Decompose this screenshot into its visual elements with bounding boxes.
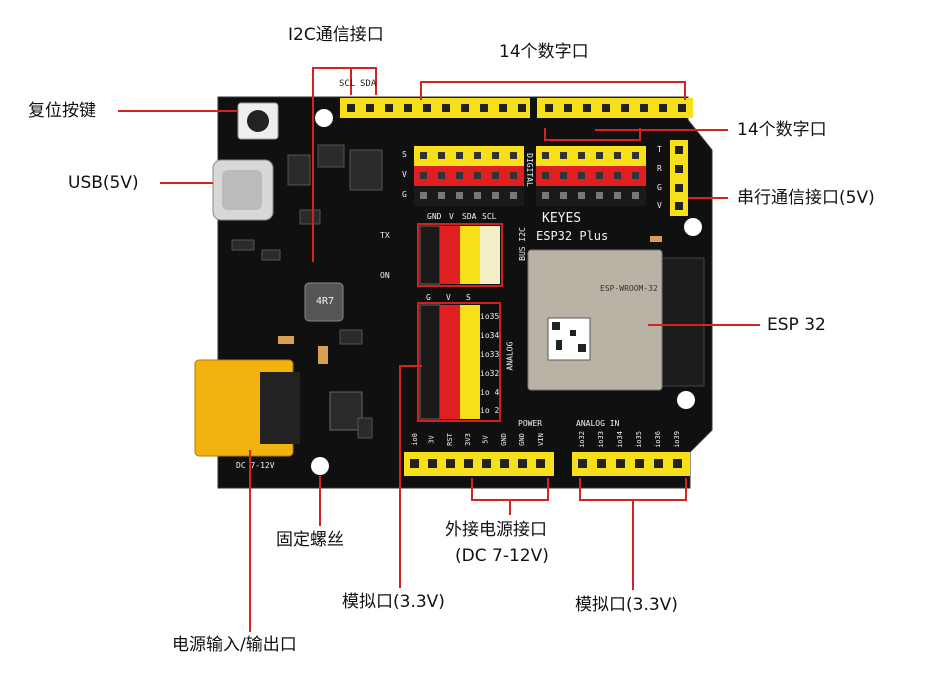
bus-i2c-label: BUS I2C: [517, 227, 527, 261]
module-text: ESP-WROOM-32: [600, 284, 658, 293]
scl-label: SCL: [339, 79, 356, 89]
power-pin-label: 5V: [481, 435, 490, 444]
serial-header: [670, 140, 688, 216]
analog-pin-label: io 2: [480, 406, 500, 415]
callout-digital-right: 14个数字口: [737, 120, 827, 140]
serial-pin-r: R: [657, 164, 662, 173]
power-pin-label: RST: [445, 433, 454, 446]
dc-label: DC 7-12V: [236, 461, 275, 470]
analog-pin-label: io35: [480, 312, 500, 321]
analog-in-word: ANALOG IN: [576, 419, 620, 428]
sda-label: SDA: [360, 79, 377, 89]
callout-power-ext-range: (DC 7-12V): [455, 546, 549, 566]
gvs-g: G: [426, 293, 431, 302]
top-header-left: [340, 98, 530, 118]
top-header-right: [537, 98, 693, 118]
callout-i2c: I2C通信接口: [288, 25, 384, 45]
gvs-v: V: [446, 293, 451, 302]
gvs-header-right: [536, 146, 646, 206]
power-pin-label: VIN: [536, 433, 545, 446]
power-pin-label: 3V: [427, 435, 436, 444]
serial-pin-t: T: [657, 145, 662, 154]
power-pin-label: io0: [410, 433, 419, 446]
callout-power-ext: 外接电源接口: [445, 520, 547, 540]
i2c-pin-v: V: [449, 212, 454, 221]
serial-pin-g: G: [657, 183, 662, 192]
analog-pin-label: io34: [480, 331, 500, 340]
esp32-antenna: [657, 257, 705, 387]
callout-screw: 固定螺丝: [276, 530, 344, 550]
analog-pin-label: io33: [480, 350, 500, 359]
i2c-pin-gnd: GND: [427, 212, 442, 221]
analog-in-pin-label: io39: [672, 431, 681, 448]
i2c-pin-scl: SCL: [482, 212, 497, 221]
power-header: [404, 452, 554, 476]
row-g: G: [402, 190, 407, 199]
on-label: ON: [380, 271, 390, 280]
brand-label: KEYES: [542, 211, 582, 226]
tx-label: TX: [380, 231, 390, 240]
callout-digital-top: 14个数字口: [499, 42, 589, 62]
callout-analog-left: 模拟口(3.3V): [342, 592, 445, 612]
analog-in-pin-label: io36: [653, 431, 662, 448]
inductor-label: 4R7: [316, 296, 335, 307]
model-label: ESP32 Plus: [536, 229, 609, 243]
analog-word: ANALOG: [505, 341, 515, 371]
callout-usb: USB(5V): [68, 173, 139, 193]
callout-esp32: ESP 32: [767, 315, 826, 335]
i2c-pin-sda: SDA: [462, 212, 477, 221]
i2c-header: [419, 225, 500, 285]
row-s: S: [402, 150, 407, 159]
gvs-header-left: [414, 146, 524, 206]
callout-power-io: 电源输入/输出口: [172, 635, 297, 655]
mounting-hole: [315, 109, 333, 127]
power-pin-label: GND: [517, 433, 526, 446]
digital-word: DIGITAL: [524, 153, 534, 187]
mounting-hole: [311, 457, 329, 475]
gvs-s: S: [466, 293, 471, 302]
analog-in-header: [572, 452, 690, 476]
mounting-hole: [684, 218, 702, 236]
power-word: POWER: [518, 419, 543, 428]
callout-analog-right: 模拟口(3.3V): [575, 595, 678, 615]
analog-pin-label: io32: [480, 369, 500, 378]
power-pin-label: 3V3: [463, 433, 472, 446]
analog-in-pin-label: io33: [596, 431, 605, 448]
analog-in-pin-label: io35: [634, 431, 643, 448]
row-v: V: [402, 170, 407, 179]
callout-reset: 复位按键: [28, 101, 96, 121]
analog-in-pin-label: io34: [615, 431, 624, 448]
analog-gvs-header: [419, 304, 480, 420]
mounting-hole: [677, 391, 695, 409]
analog-in-pin-label: io32: [577, 431, 586, 448]
analog-pin-label: io 4: [480, 388, 500, 397]
serial-pin-v: V: [657, 201, 662, 210]
inductor: [304, 282, 344, 322]
power-pin-label: GND: [499, 433, 508, 446]
callout-serial: 串行通信接口(5V): [737, 188, 875, 208]
